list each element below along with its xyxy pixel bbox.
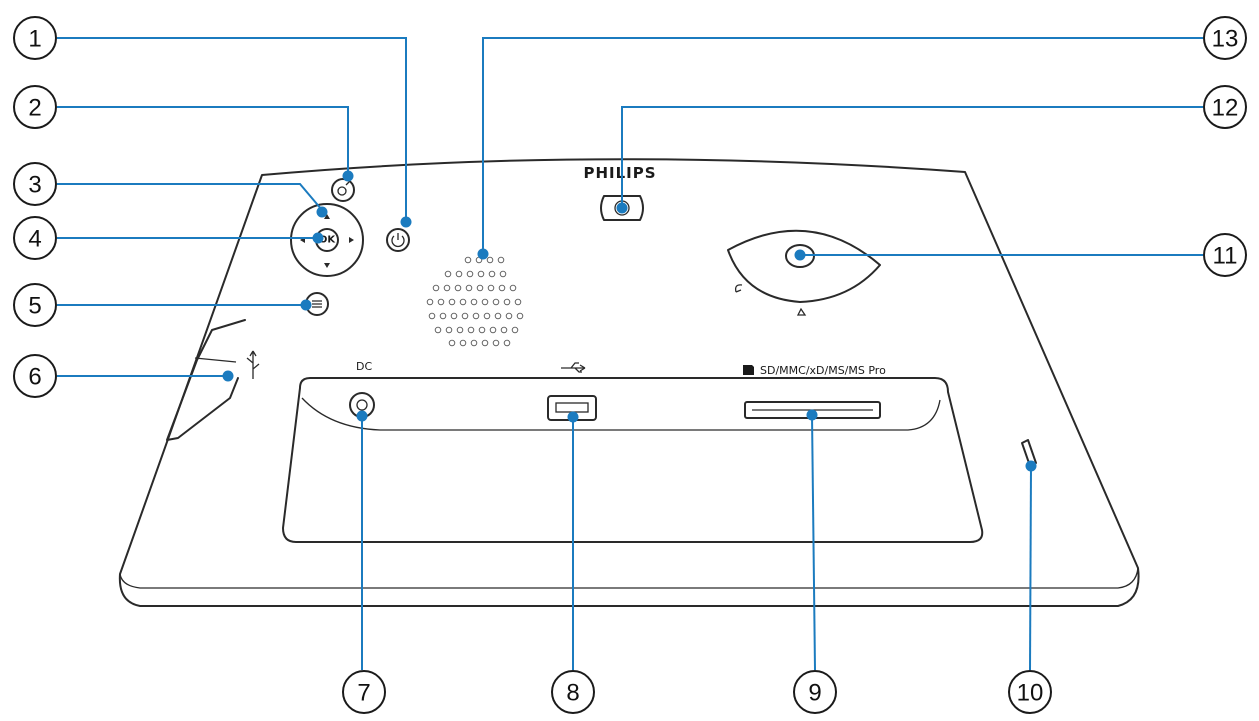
callout-circle [1203,233,1247,277]
callout-number: 1 [28,26,41,53]
side-usb-flap [166,319,246,441]
callout-circle [342,670,386,714]
callout-number: 7 [357,680,370,707]
callout-anchor-dot [616,202,628,214]
callout-number: 13 [1212,26,1239,53]
stand-rotation-disc [727,229,881,316]
callout-8: 8 [551,411,595,714]
callout-anchor-dot [1025,460,1037,472]
callout-10: 10 [1008,460,1052,714]
callout-1: 1 [13,16,412,228]
speaker-grille [426,256,524,347]
callout-leader-line [621,106,1203,208]
arrow-right-icon [349,237,354,243]
callout-anchor-dot [400,216,412,228]
callout-leader-line [57,37,407,222]
callout-anchor-dot [222,370,234,382]
callout-7: 7 [342,410,386,714]
callout-6: 6 [13,354,234,398]
callout-leader-line [57,106,349,176]
callout-anchor-dot [567,411,579,423]
callout-11: 11 [794,233,1247,277]
usb-icon [246,350,260,379]
callout-number: 12 [1212,95,1239,122]
callout-circle [1008,670,1052,714]
callout-number: 4 [28,226,41,253]
callout-leader-line [57,183,323,211]
ok-label: OK [319,235,337,246]
callout-anchor-dot [356,410,368,422]
callout-anchor-dot [477,248,489,260]
kensington-lock-slot [1021,439,1037,467]
callout-anchor-dot [794,249,806,261]
navigation-pad[interactable]: OK [290,203,364,277]
callout-circle [13,16,57,60]
callout-circle [551,670,595,714]
power-icon [391,233,405,248]
callout-number: 5 [28,293,41,320]
callout-circle [793,670,837,714]
callout-4: 4 [13,216,324,260]
stand-recess [282,377,984,543]
callout-circle [13,283,57,327]
rotate-icon [734,284,743,293]
slideshow-icon [337,186,347,196]
menu-icon [312,300,322,308]
power-button[interactable] [386,228,410,252]
callout-12: 12 [616,85,1247,214]
frame-body [118,158,1140,607]
callout-number: 10 [1017,680,1044,707]
callout-2: 2 [13,85,354,182]
callout-anchor-dot [342,170,354,182]
callout-circle [13,162,57,206]
arrow-down-icon [324,263,330,268]
callout-anchor-dot [312,232,324,244]
callout-leader-line [811,414,816,671]
callout-anchor-dot [316,206,328,218]
callout-circle [13,354,57,398]
callout-number: 2 [28,95,41,122]
callout-9: 9 [793,409,837,714]
callout-circle [1203,85,1247,129]
callout-circle [13,216,57,260]
callout-circle [1203,16,1247,60]
sd-card-icon [743,365,754,375]
callout-number: 9 [808,680,821,707]
callout-5: 5 [13,283,312,327]
callout-leader-line [482,37,1203,252]
callout-number: 3 [28,172,41,199]
callout-circle [13,85,57,129]
card-label: SD/MMC/xD/MS/MS Pro [760,364,886,377]
usb-port-icon [561,362,586,373]
brand-logo: PHILIPS [583,164,656,182]
slideshow-button[interactable] [331,178,355,202]
callout-number: 8 [566,680,579,707]
callout-number: 6 [28,364,41,391]
callout-3: 3 [13,162,328,218]
dc-label: DC [356,360,372,373]
callout-anchor-dot [300,299,312,311]
callout-anchor-dot [806,409,818,421]
callout-number: 11 [1213,243,1238,270]
callout-13: 13 [477,16,1247,260]
arrow-up-icon [324,214,330,219]
callout-leader-line [1029,465,1032,671]
